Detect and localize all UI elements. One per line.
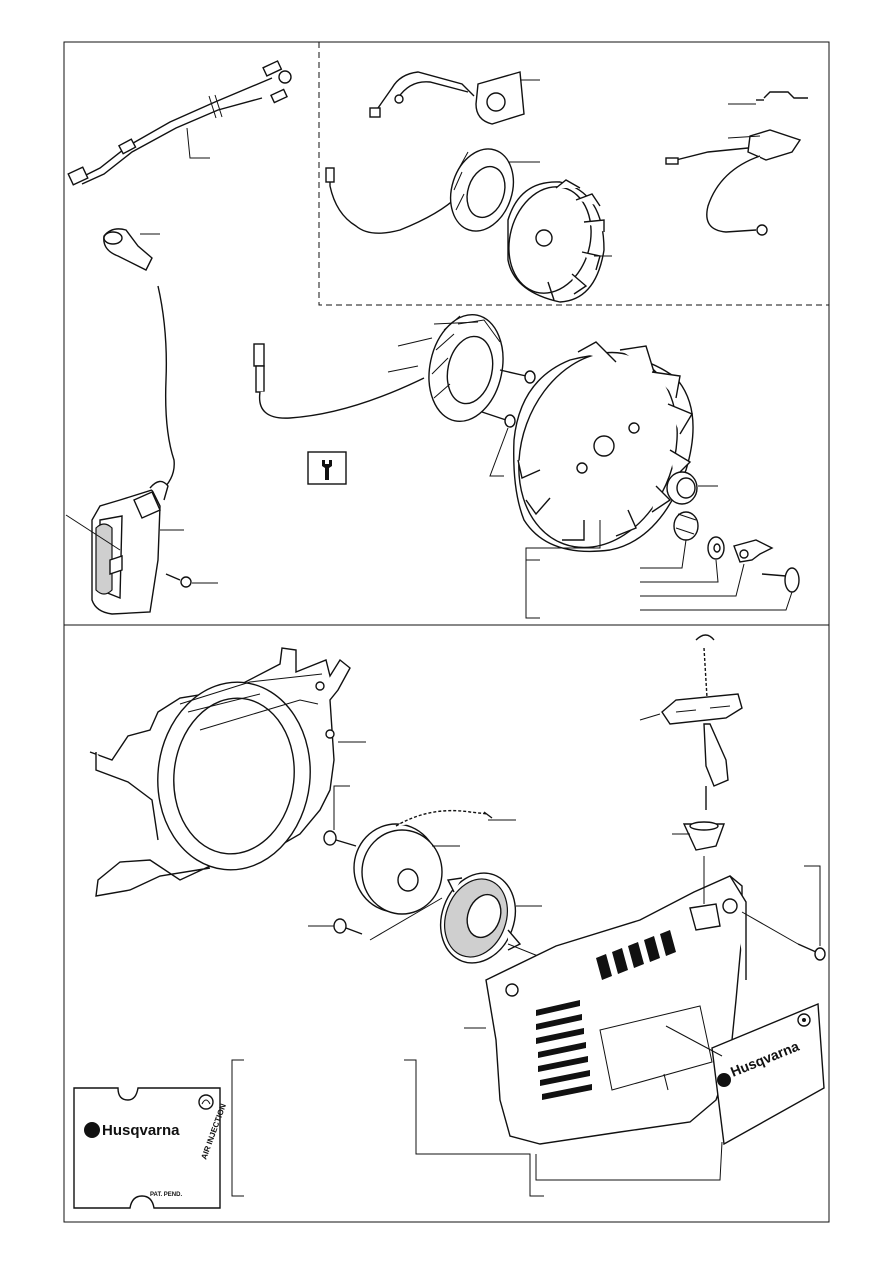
choke-symbol-icon <box>797 1013 811 1027</box>
flywheel-nut <box>666 471 698 505</box>
alt-sensor-cable <box>369 71 475 118</box>
rope-guide <box>682 821 725 851</box>
svg-text:H: H <box>720 1076 727 1087</box>
wrench-icon <box>322 460 332 480</box>
recoil-spring <box>439 872 522 964</box>
cover-screw <box>797 943 826 961</box>
stator-screw-bottom <box>481 411 516 428</box>
leader-cover-bracket-2 <box>535 1141 723 1181</box>
ht-lead <box>157 285 175 493</box>
flywheel <box>513 341 694 553</box>
decal-left: H Husqvarna AIR INJECTION PAT. PEND. <box>73 1087 228 1209</box>
decal-right: H Husqvarna <box>711 1002 825 1146</box>
leader-pulley-screw <box>369 897 443 941</box>
leader-pawl <box>640 563 745 597</box>
alternative-parts-box <box>318 42 829 306</box>
leader-module-screw <box>65 514 121 551</box>
alt-switch-cable <box>665 129 802 236</box>
alt-flywheel <box>507 179 605 303</box>
leader-washer <box>640 559 719 583</box>
leader-flywheel-group <box>525 520 601 619</box>
alt-bracket <box>756 91 808 101</box>
leader-pawl-bolt <box>640 591 793 611</box>
leader-decal-right <box>665 1025 723 1057</box>
washer <box>707 536 725 560</box>
leader-decal-bracket <box>231 1059 244 1197</box>
spark-plug-cap <box>103 228 153 271</box>
torque-box <box>307 451 347 485</box>
ignition-module <box>91 480 169 615</box>
starter-handle <box>661 634 743 810</box>
leader-cover-screw <box>804 865 821 946</box>
svg-text:H: H <box>88 1125 96 1137</box>
wire-harness <box>67 60 292 186</box>
decal-brand-left: Husqvarna <box>102 1122 180 1139</box>
alt-stator <box>325 148 515 234</box>
page-frame <box>63 41 830 1223</box>
alt-gasket <box>475 71 525 125</box>
leader-harness <box>186 127 210 159</box>
leader-stator-top <box>433 321 479 325</box>
spring <box>673 511 699 541</box>
leader-screws <box>489 427 509 477</box>
pulley-screw <box>333 918 363 935</box>
leader-alt-switch <box>727 135 761 139</box>
husqvarna-logo-right-icon: H <box>717 1073 731 1087</box>
pawl-bolt <box>761 567 800 593</box>
stator-coil <box>428 313 504 423</box>
leader-cover-bracket <box>404 1059 544 1197</box>
leader-spring <box>640 539 687 569</box>
pawl <box>733 539 774 563</box>
air-injection-symbol-icon <box>198 1094 214 1110</box>
fan-housing <box>89 647 351 897</box>
sensor-wire <box>253 343 425 419</box>
rope-pulley <box>353 809 493 915</box>
stator-screw-top <box>499 369 536 384</box>
module-screw <box>165 573 192 588</box>
leader-housing-screw <box>333 785 350 830</box>
starter-cover <box>485 875 747 1145</box>
housing-screw <box>323 830 357 847</box>
leader-cover-screw-2 <box>741 911 799 945</box>
leader-stator <box>387 337 433 373</box>
leader-handle <box>639 713 661 721</box>
husqvarna-logo-left-icon: H <box>84 1122 100 1138</box>
patent-label: PAT. PEND. <box>150 1192 182 1198</box>
